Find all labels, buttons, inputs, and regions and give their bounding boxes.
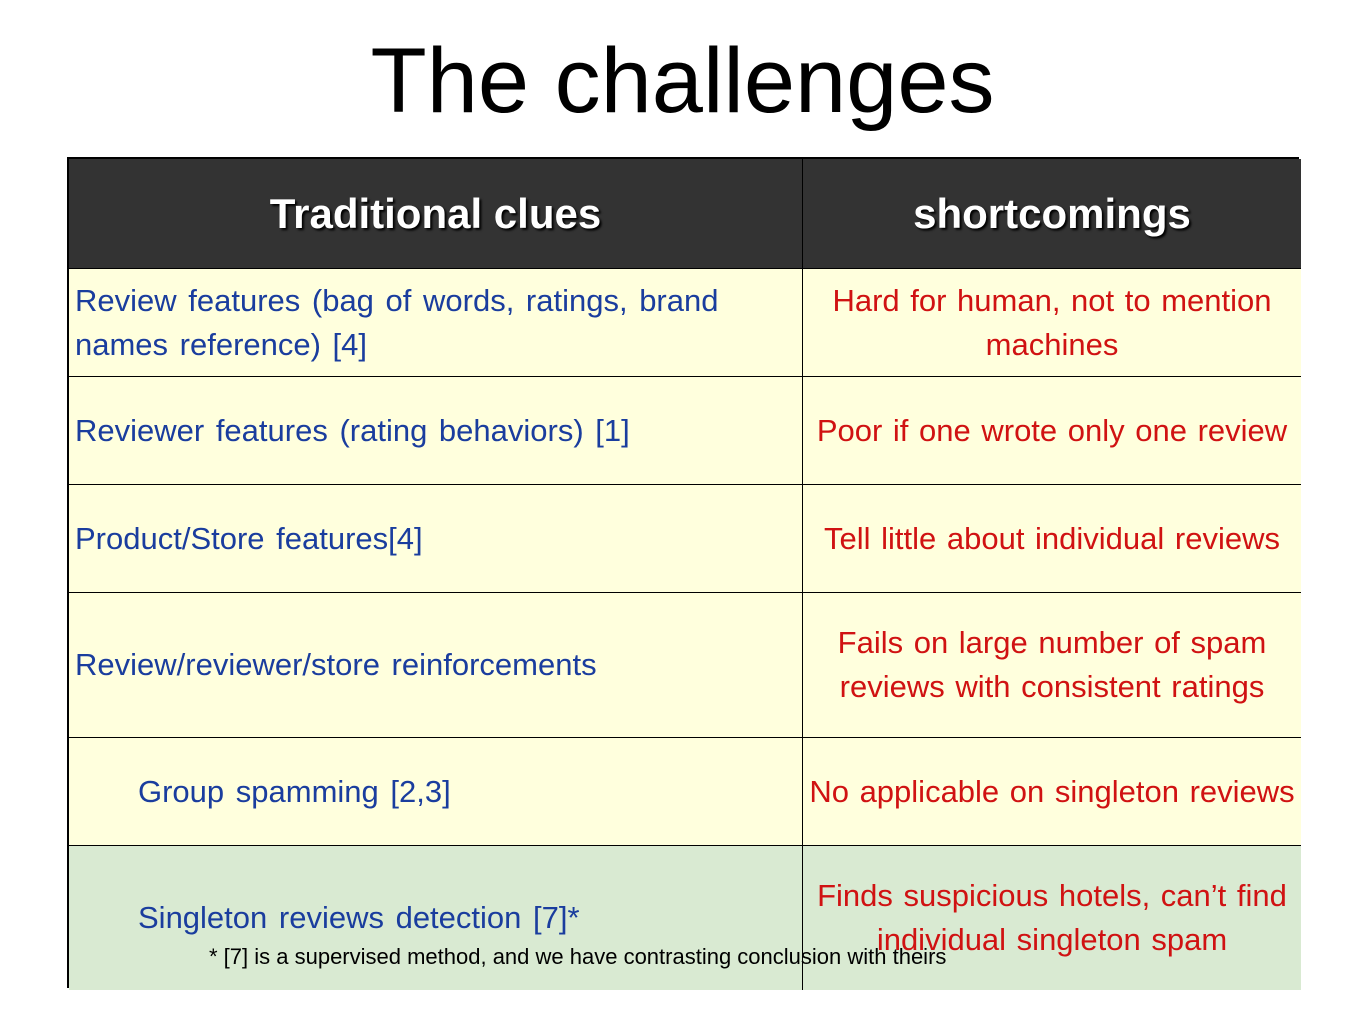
clue-review-features: Review features (bag of words, ratings, … [69,269,803,377]
footnote: * [7] is a supervised method, and we hav… [209,944,947,969]
challenges-table: Traditional clues shortcomings Review fe… [67,157,1301,990]
clue-group-spamming: Group spamming [2,3] [69,738,803,846]
clue-singleton-detection: Singleton reviews detection [7]* [69,846,803,990]
shortcoming-singleton-detection: Finds suspicious hotels, can’t find indi… [803,846,1301,990]
clue-product-store-features: Product/Store features[4] [69,485,803,593]
shortcoming-reviewer-features: Poor if one wrote only one review [803,377,1301,485]
clue-reinforcements: Review/reviewer/store reinforcements [69,593,803,738]
shortcoming-group-spamming: No applicable on singleton reviews [803,738,1301,846]
shortcoming-product-store-features: Tell little about individual reviews [803,485,1301,593]
shortcoming-review-features: Hard for human, not to mention machines [803,269,1301,377]
header-shortcomings: shortcomings [803,159,1301,269]
shortcoming-reinforcements: Fails on large number of spam reviews wi… [803,593,1301,738]
slide-title: The challenges [370,30,995,132]
header-traditional-clues: Traditional clues [69,159,803,269]
clue-reviewer-features: Reviewer features (rating behaviors) [1] [69,377,803,485]
